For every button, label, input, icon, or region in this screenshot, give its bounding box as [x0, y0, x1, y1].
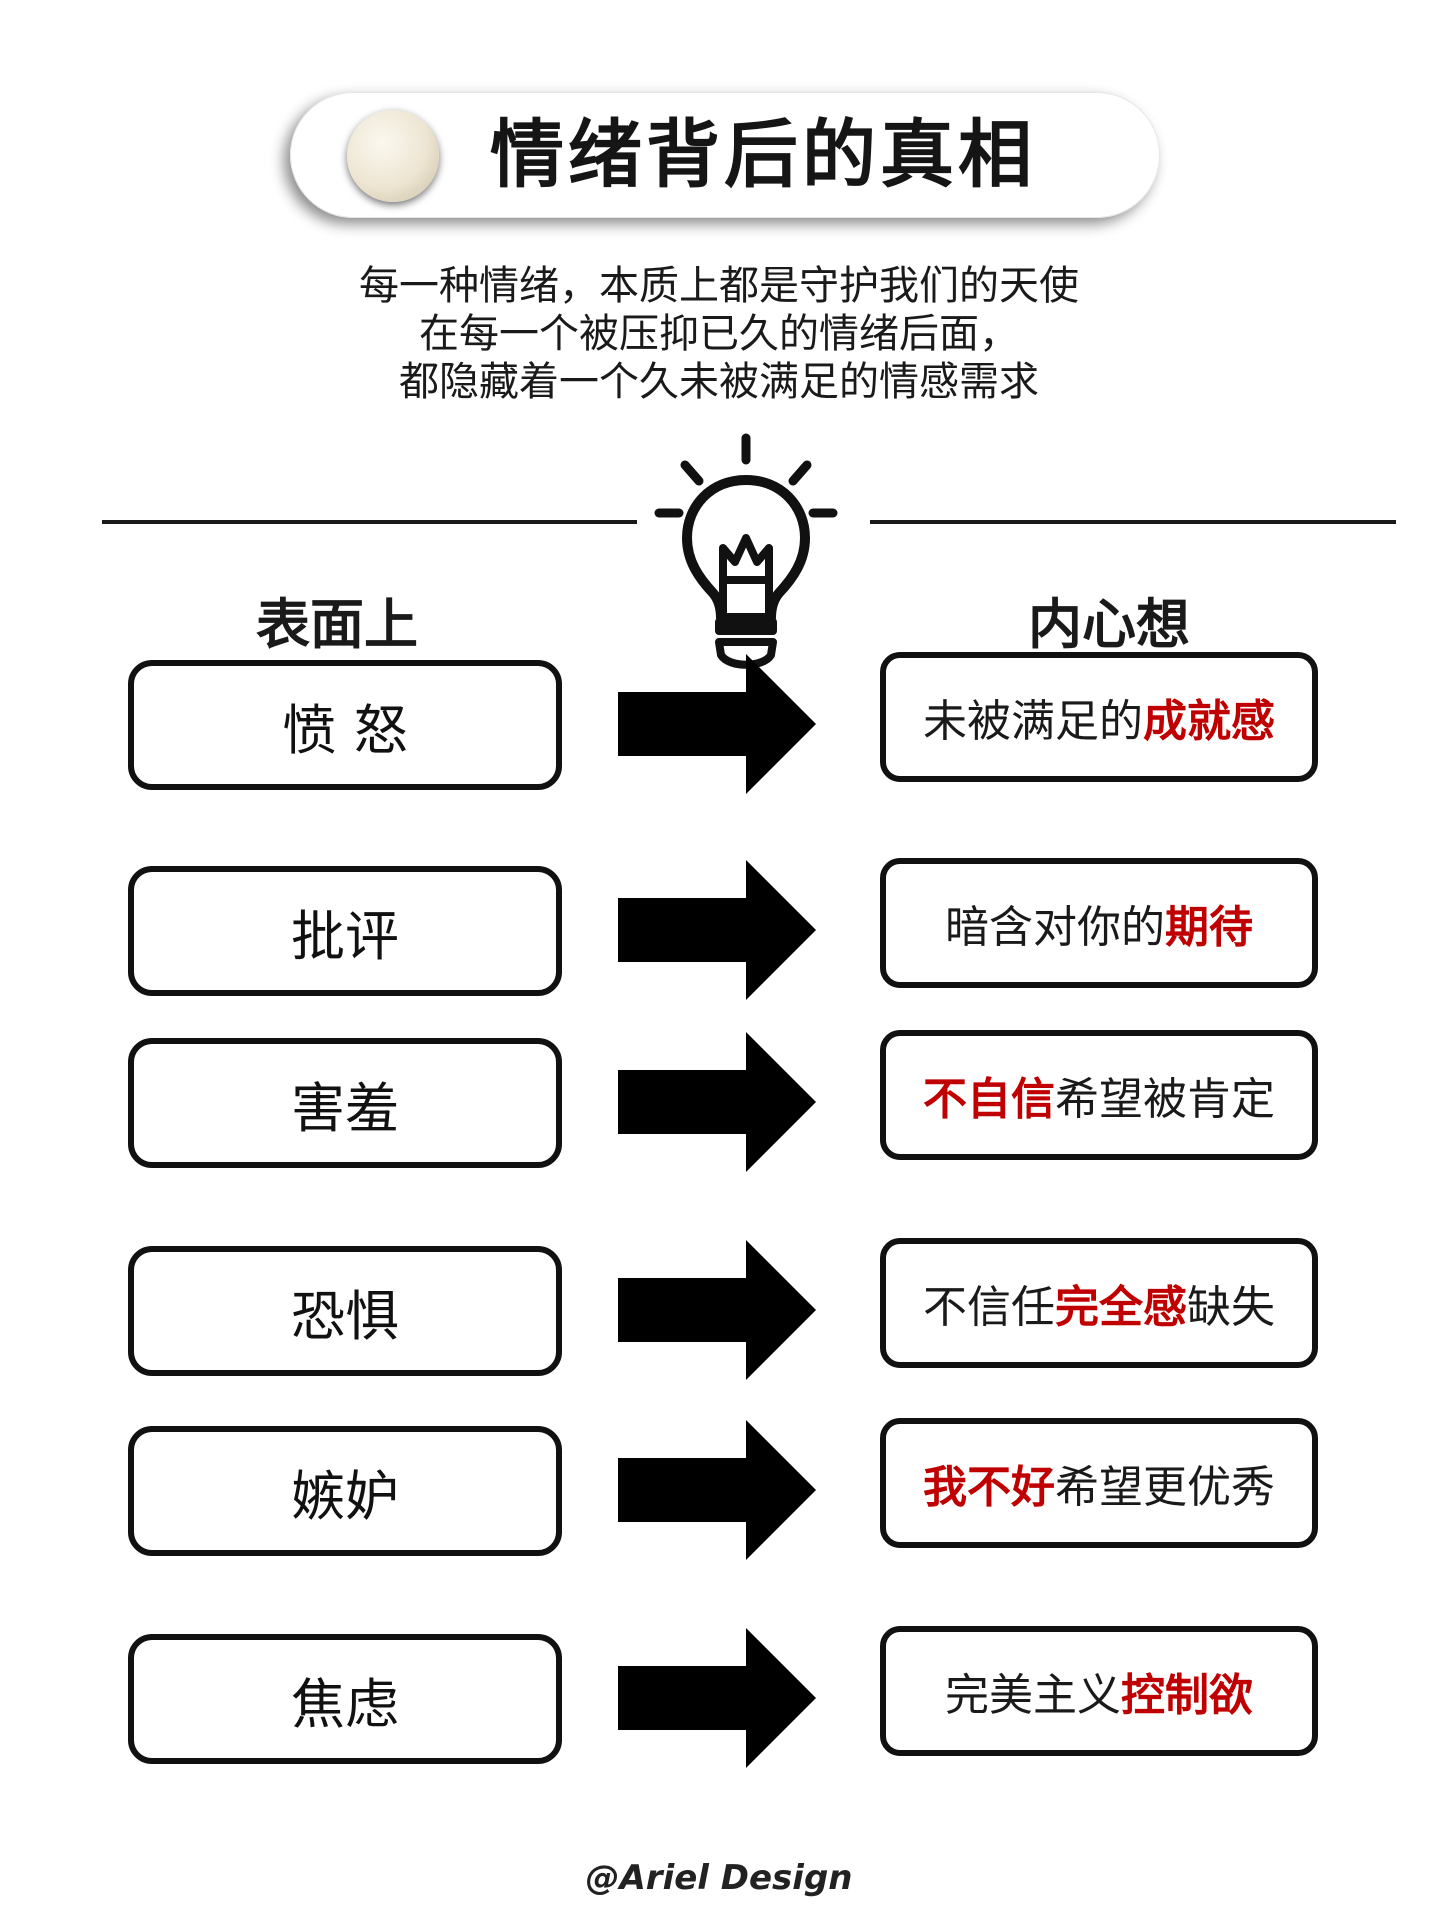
page-title: 情绪背后的真相: [490, 112, 1036, 198]
inner-need-box: 不信任完全感缺失: [880, 1238, 1318, 1368]
need-text: 希望更优秀: [1055, 1462, 1275, 1513]
need-text: 完美主义: [945, 1670, 1121, 1721]
pearl-button-icon: [347, 110, 439, 202]
column-header-surface: 表面上: [256, 593, 418, 656]
right-arrow-icon: [618, 860, 816, 1000]
highlight-text: 期待: [1165, 902, 1253, 953]
inner-need-box: 暗含对你的期待: [880, 858, 1318, 988]
highlight-text: 控制欲: [1121, 1670, 1253, 1721]
subtitle-line: 在每一个被压抑已久的情绪后面，: [419, 311, 1019, 357]
surface-emotion-box: 嫉妒: [128, 1426, 562, 1556]
subtitle: 每一种情绪，本质上都是守护我们的天使 在每一个被压抑已久的情绪后面， 都隐藏着一…: [0, 262, 1438, 406]
title-banner: 情绪背后的真相: [290, 92, 1160, 218]
surface-emotion-box: 愤 怒: [128, 660, 562, 790]
right-arrow-icon: [618, 1420, 816, 1560]
highlight-text: 不自信: [923, 1074, 1055, 1125]
inner-need-box: 我不好希望更优秀: [880, 1418, 1318, 1548]
subtitle-line: 都隐藏着一个久未被满足的情感需求: [399, 359, 1039, 405]
surface-emotion-box: 害羞: [128, 1038, 562, 1168]
right-arrow-icon: [618, 1240, 816, 1380]
emotion-row: 恐惧 不信任完全感缺失: [0, 1238, 1438, 1386]
surface-emotion-box: 焦虑: [128, 1634, 562, 1764]
lightbulb-icon: [654, 433, 838, 669]
inner-need-box: 完美主义控制欲: [880, 1626, 1318, 1756]
inner-need-box: 不自信希望被肯定: [880, 1030, 1318, 1160]
credit-watermark: @Ariel Design: [585, 1858, 853, 1898]
surface-emotion-box: 恐惧: [128, 1246, 562, 1376]
highlight-text: 我不好: [923, 1462, 1055, 1513]
right-arrow-icon: [618, 654, 816, 794]
emotion-row: 嫉妒 我不好希望更优秀: [0, 1418, 1438, 1566]
emotion-row: 愤 怒 未被满足的成就感: [0, 652, 1438, 800]
subtitle-line: 每一种情绪，本质上都是守护我们的天使: [359, 263, 1079, 309]
highlight-text: 成就感: [1143, 696, 1275, 747]
emotion-row: 害羞 不自信希望被肯定: [0, 1030, 1438, 1178]
surface-emotion-box: 批评: [128, 866, 562, 996]
inner-need-box: 未被满足的成就感: [880, 652, 1318, 782]
need-text: 未被满足的: [923, 696, 1143, 747]
divider-left: [102, 520, 637, 524]
need-text: 缺失: [1187, 1282, 1275, 1333]
emotion-row: 焦虑 完美主义控制欲: [0, 1626, 1438, 1774]
divider-right: [870, 520, 1396, 524]
need-text: 暗含对你的: [945, 902, 1165, 953]
right-arrow-icon: [618, 1032, 816, 1172]
need-text: 希望被肯定: [1055, 1074, 1275, 1125]
highlight-text: 完全感: [1055, 1282, 1187, 1333]
column-header-inner: 内心想: [1028, 593, 1190, 656]
emotion-row: 批评 暗含对你的期待: [0, 858, 1438, 1006]
right-arrow-icon: [618, 1628, 816, 1768]
need-text: 不信任: [923, 1282, 1055, 1333]
